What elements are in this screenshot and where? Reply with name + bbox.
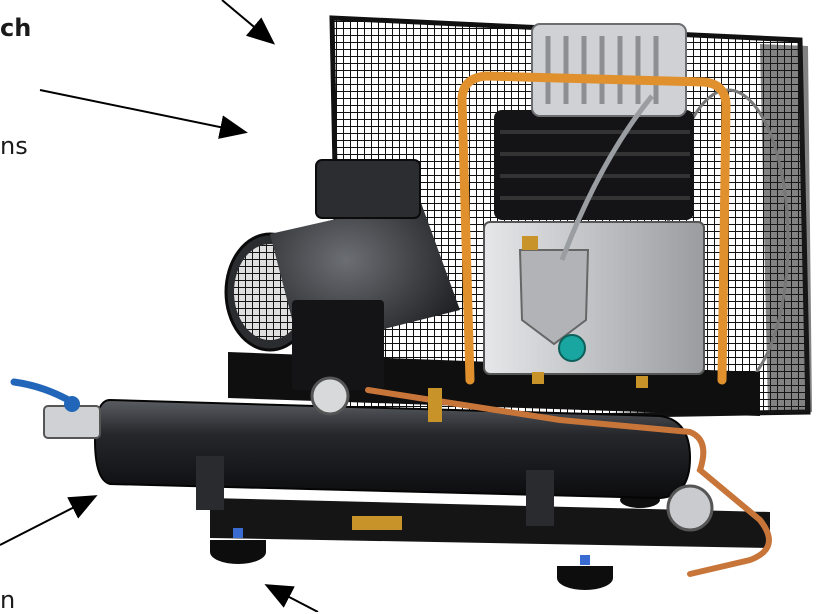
ball-valve [10,378,101,439]
copper-tube [365,387,772,577]
drain-outlet [352,516,402,530]
compressor-head [483,23,705,375]
arrow-middle [39,89,248,139]
arrow-bottom [264,584,319,612]
check-valve-icon [666,484,714,532]
arrow-lower-left [0,495,98,546]
label-middle-fragment: ns [0,132,28,160]
gauge-icon [310,376,350,416]
sight-glass-icon [558,334,586,362]
valve-handle [10,378,76,406]
arrow-top [221,0,276,45]
rubber-feet [210,492,660,590]
safety-valve [428,388,442,422]
label-bottom-fragment: n [0,586,16,614]
label-top-fragment: ch [0,14,32,42]
electric-motor [224,159,460,390]
discharge-pipe [457,71,731,385]
